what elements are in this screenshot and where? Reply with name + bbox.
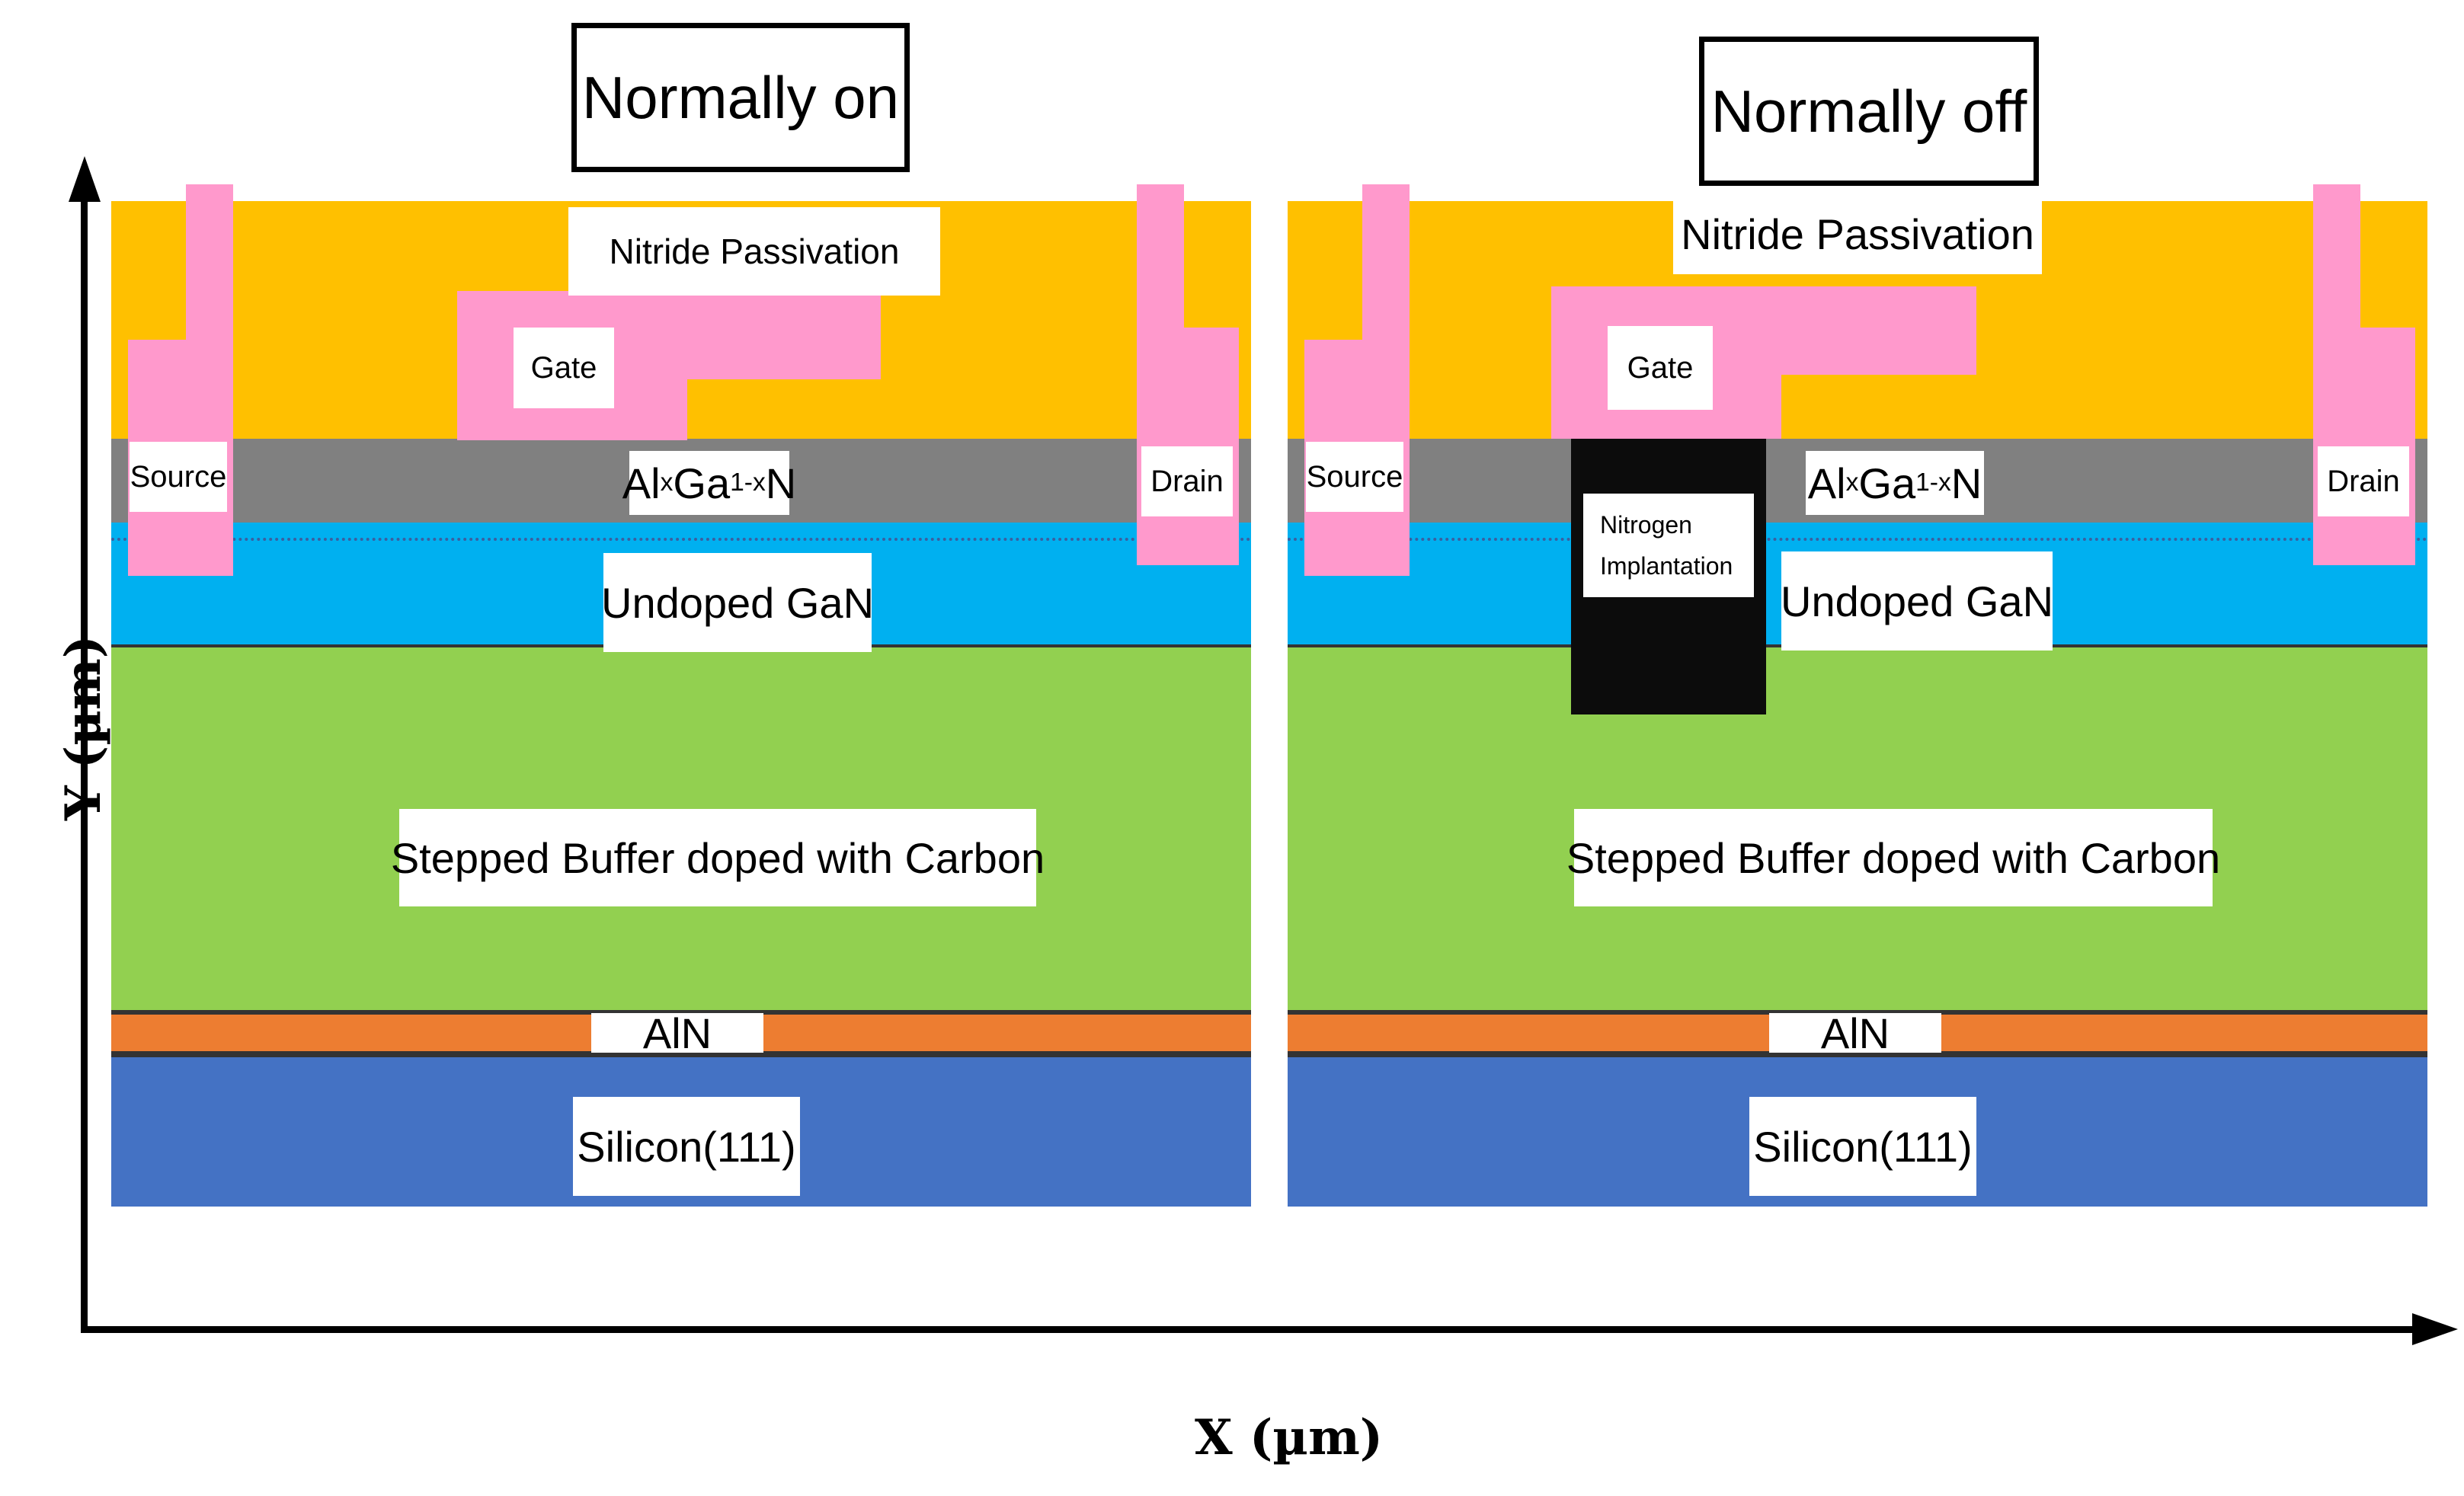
buffer-label: Stepped Buffer doped with Carbon [391, 809, 1045, 906]
y-axis-arrowhead [69, 156, 101, 202]
x-axis-label: X (µm) [1195, 1409, 1384, 1466]
silicon-label: Silicon(111) [1749, 1097, 1976, 1196]
source-label: Source [1306, 442, 1403, 512]
title-normally-off: Normally off [1699, 37, 2039, 186]
x-axis-line [81, 1326, 2424, 1333]
passivation-label: Nitride Passivation [1673, 193, 2042, 274]
aln-label: AlN [591, 1009, 763, 1057]
gan-label: Undoped GaN [1781, 551, 2053, 651]
gate-label: Gate [514, 328, 614, 408]
y-axis-label: Y (µm) [55, 635, 113, 821]
2deg-channel-line [111, 538, 1251, 541]
y-axis-line [81, 183, 88, 1333]
buffer-label: Stepped Buffer doped with Carbon [1566, 809, 2220, 906]
silicon-label: Silicon(111) [573, 1097, 800, 1196]
aln-label: AlN [1769, 1009, 1941, 1057]
device-normally-on: Nitride Passivation Gate Source Drain Al… [111, 183, 1251, 1225]
source-label: Source [130, 442, 227, 512]
passivation-label: Nitride Passivation [568, 207, 940, 296]
x-axis-arrowhead [2412, 1313, 2458, 1345]
drain-label: Drain [2318, 446, 2409, 516]
2deg-channel-line [1288, 538, 2427, 541]
title-normally-off-text: Normally off [1710, 77, 2027, 145]
gan-label: Undoped GaN [601, 553, 874, 652]
drain-label: Drain [1141, 446, 1233, 516]
title-normally-on: Normally on [571, 23, 910, 172]
title-normally-on-text: Normally on [581, 63, 900, 131]
device-normally-off: Nitride Passivation Gate Source Drain Al… [1288, 183, 2427, 1225]
implant-label: Nitrogen Implantation [1583, 494, 1754, 597]
gate-label: Gate [1608, 326, 1713, 410]
